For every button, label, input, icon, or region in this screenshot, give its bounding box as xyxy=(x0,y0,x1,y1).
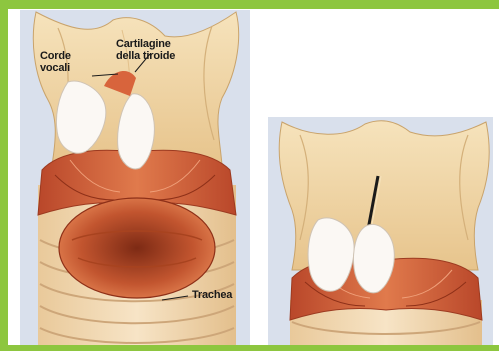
right-larynx-illustration xyxy=(268,117,493,345)
thyroid-label-line1: Cartilagine xyxy=(116,38,175,50)
left-airway-opening xyxy=(59,198,215,298)
thyroid-cartilage-label: Cartilagine della tiroide xyxy=(116,38,175,62)
vocal-cords-label-line1: Corde xyxy=(40,50,71,62)
thyroid-label-line2: della tiroide xyxy=(116,50,175,62)
vocal-cords-label-line2: vocali xyxy=(40,62,71,74)
trachea-label: Trachea xyxy=(192,289,232,301)
vocal-cords-label: Corde vocali xyxy=(40,50,71,74)
